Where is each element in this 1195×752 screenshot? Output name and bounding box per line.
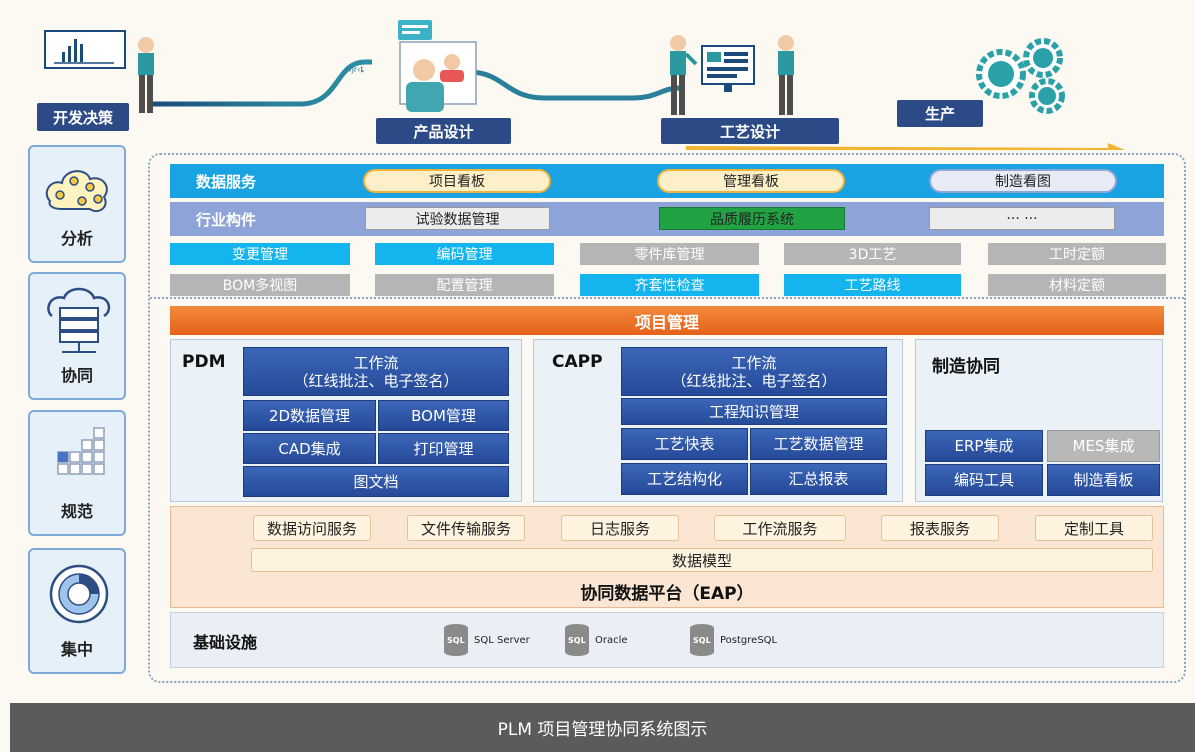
sidebar-item-label: 集中 — [60, 640, 93, 659]
capp-panel: CAPP 工作流 （红线批注、电子签名） 工程知识管理 工艺快表 工艺数据管理 … — [533, 339, 903, 502]
data-model-bar[interactable]: 数据模型 — [251, 548, 1153, 572]
module-process-route[interactable]: 工艺路线 — [784, 274, 961, 296]
svg-text:SQL: SQL — [693, 636, 711, 645]
more-components-box: ··· ··· — [929, 207, 1115, 230]
network-icon — [45, 170, 108, 213]
sidebar-item-centralize: 集中 — [28, 548, 126, 674]
svc-file-transfer[interactable]: 文件传输服务 — [407, 515, 525, 541]
management-board-pill[interactable]: 管理看板 — [657, 169, 845, 193]
database-icon: SQL — [444, 624, 468, 656]
module-material-quota[interactable]: 材料定额 — [988, 274, 1166, 296]
capp-workflow-box[interactable]: 工作流 （红线批注、电子签名） — [621, 347, 887, 396]
pdm-title: PDM — [182, 352, 226, 372]
erp-integration-box[interactable]: ERP集成 — [925, 430, 1043, 462]
presenter-person-icon — [138, 37, 154, 113]
pdm-bom-box[interactable]: BOM管理 — [378, 400, 509, 431]
pdm-documents-box[interactable]: 图文档 — [243, 466, 509, 497]
db-oracle: SQL Oracle — [564, 623, 628, 657]
module-part-library[interactable]: 零件库管理 — [580, 243, 759, 265]
infra-title: 基础设施 — [193, 633, 258, 652]
mfg-board-box[interactable]: 制造看板 — [1047, 464, 1160, 496]
pdm-print-box[interactable]: 打印管理 — [378, 433, 509, 464]
db-name: SQL Server — [474, 634, 530, 646]
db-name: Oracle — [595, 634, 628, 646]
capp-workflow-sub: （红线批注、电子签名） — [671, 371, 837, 390]
grid-blocks-icon — [57, 427, 105, 475]
db-name: PostgreSQL — [720, 634, 778, 646]
database-icon: SQL — [565, 624, 589, 656]
process-flow-line — [150, 59, 1125, 150]
module-bom-views[interactable]: BOM多视图 — [170, 274, 350, 296]
quality-record-box[interactable]: 品质履历系统 — [659, 207, 845, 230]
module-config-mgmt[interactable]: 配置管理 — [375, 274, 554, 296]
sidebar-item-label: 协同 — [60, 366, 93, 385]
svg-text:SQL: SQL — [447, 636, 465, 645]
svc-workflow[interactable]: 工作流服务 — [714, 515, 846, 541]
svc-data-access[interactable]: 数据访问服务 — [253, 515, 371, 541]
pdm-panel: PDM 工作流 （红线批注、电子签名） 2D数据管理 BOM管理 CAD集成 打… — [170, 339, 522, 502]
test-data-mgmt-box[interactable]: 试验数据管理 — [365, 207, 550, 230]
sidebar-item-label: 分析 — [60, 229, 93, 248]
industry-title: 行业构件 — [196, 210, 257, 229]
svc-report[interactable]: 报表服务 — [881, 515, 999, 541]
capp-knowledge-box[interactable]: 工程知识管理 — [621, 398, 887, 425]
system-frame — [148, 153, 1186, 683]
data-services-title: 数据服务 — [196, 172, 257, 191]
capp-workflow-label: 工作流 — [731, 353, 777, 372]
capp-process-data-box[interactable]: 工艺数据管理 — [750, 428, 887, 460]
eap-platform: 数据访问服务 文件传输服务 日志服务 工作流服务 报表服务 定制工具 数据模型 … — [170, 506, 1164, 608]
svc-custom-tool[interactable]: 定制工具 — [1035, 515, 1153, 541]
database-icon: SQL — [690, 624, 714, 656]
designer-screen-icon: ʃԓr‹ȶ — [345, 20, 477, 112]
cloud-server-icon — [47, 287, 111, 353]
coding-tool-box[interactable]: 编码工具 — [925, 464, 1043, 496]
pdm-cad-box[interactable]: CAD集成 — [243, 433, 376, 464]
eap-title: 协同数据平台（EAP） — [580, 584, 754, 604]
module-coding-mgmt[interactable]: 编码管理 — [375, 243, 554, 265]
pdm-workflow-label: 工作流 — [353, 353, 399, 372]
project-board-pill[interactable]: 项目看板 — [363, 169, 551, 193]
mes-integration-box[interactable]: MES集成 — [1047, 430, 1160, 462]
frame-divider — [150, 297, 1184, 299]
production-label: 生产 — [897, 100, 983, 127]
mfg-collab-panel: 制造协同 ERP集成 MES集成 编码工具 制造看板 — [915, 339, 1163, 502]
process-design-label: 工艺设计 — [661, 118, 839, 144]
diagram-caption: PLM 项目管理协同系统图示 — [10, 703, 1195, 752]
capp-title: CAPP — [552, 352, 603, 372]
capp-structure-box[interactable]: 工艺结构化 — [621, 463, 748, 495]
db-sqlserver: SQL SQL Server — [443, 623, 530, 657]
process-review-icon — [670, 35, 794, 115]
product-design-label: 产品设计 — [376, 118, 511, 144]
production-gears-icon — [976, 38, 1065, 114]
svg-text:ʃԓr‹ȶ: ʃԓr‹ȶ — [345, 65, 364, 74]
module-labor-quota[interactable]: 工时定额 — [988, 243, 1166, 265]
capp-summary-box[interactable]: 汇总报表 — [750, 463, 887, 495]
dev-decision-label: 开发决策 — [37, 103, 129, 131]
sidebar-item-analysis: 分析 — [28, 145, 126, 263]
sidebar-item-standard: 规范 — [28, 410, 126, 536]
infrastructure-bar: 基础设施 SQL SQL Server SQL Oracle SQL Postg… — [170, 612, 1164, 668]
pdm-workflow-box[interactable]: 工作流 （红线批注、电子签名） — [243, 347, 509, 396]
db-postgresql: SQL PostgreSQL — [689, 623, 777, 657]
target-disk-icon — [49, 564, 109, 624]
project-mgmt-bar[interactable]: 项目管理 — [170, 306, 1164, 335]
chart-board-icon — [44, 30, 126, 69]
sidebar-item-label: 规范 — [60, 502, 93, 521]
module-change-mgmt[interactable]: 变更管理 — [170, 243, 350, 265]
mfg-title: 制造协同 — [932, 357, 1000, 377]
sidebar-item-collab: 协同 — [28, 272, 126, 400]
svc-log[interactable]: 日志服务 — [561, 515, 679, 541]
manufacturing-view-pill[interactable]: 制造看图 — [929, 169, 1117, 193]
pdm-workflow-sub: （红线批注、电子签名） — [293, 371, 459, 390]
svg-text:SQL: SQL — [568, 636, 586, 645]
capp-quick-table-box[interactable]: 工艺快表 — [621, 428, 748, 460]
pdm-2d-data-box[interactable]: 2D数据管理 — [243, 400, 376, 431]
module-kit-check[interactable]: 齐套性检查 — [580, 274, 759, 296]
module-3d-process[interactable]: 3D工艺 — [784, 243, 961, 265]
